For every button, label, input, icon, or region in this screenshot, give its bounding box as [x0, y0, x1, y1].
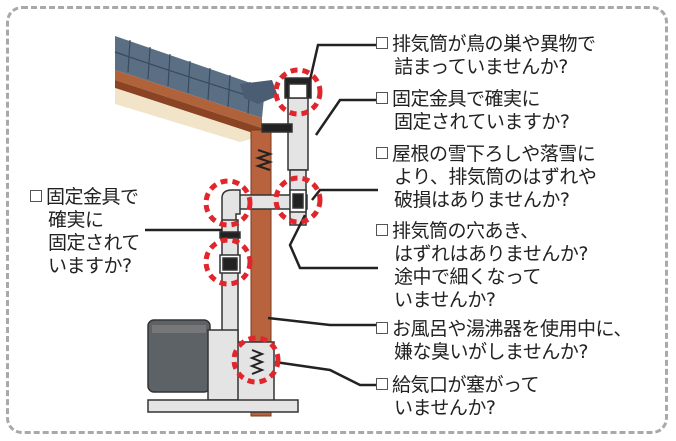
item-left-line2: 確実に — [48, 209, 104, 231]
item1-line2: 詰まっていませんか? — [394, 56, 568, 78]
item6-line2: いませんか? — [394, 397, 496, 419]
item2-line2: 固定されていますか? — [394, 111, 570, 133]
item4-line1: 排気筒の穴あき、 — [392, 220, 539, 242]
red-dashed-circle-icon — [203, 67, 323, 385]
item4-line3: 途中で細くなって — [394, 266, 542, 288]
box-icon — [376, 378, 388, 390]
leader-lines — [145, 43, 378, 387]
item-left-line3: 固定されて — [48, 232, 140, 254]
item4-line2: はずれはありませんか? — [394, 243, 589, 265]
checklist-item-smell: お風呂や湯沸器を使用中に、 嫌な臭いがしませんか? — [376, 318, 632, 364]
checklist-item-holes: 排気筒の穴あき、 はずれはありませんか? 途中で細くなって いませんか? — [376, 220, 589, 312]
item1-line1: 排気筒が鳥の巣や異物で — [392, 33, 596, 55]
box-icon — [376, 92, 388, 104]
item2-line1: 固定金具で確実に — [392, 88, 541, 110]
item6-line1: 給気口が塞がって — [392, 374, 540, 396]
item-left-line4: いますか? — [48, 255, 132, 277]
item5-line1: お風呂や湯沸器を使用中に、 — [392, 318, 632, 340]
item3-line3: 破損はありませんか? — [394, 189, 570, 211]
checklist-item-air-intake: 給気口が塞がって いませんか? — [376, 374, 540, 420]
item-left-line1: 固定金具で — [46, 186, 139, 208]
item4-line4: いませんか? — [394, 289, 496, 311]
checklist-item-bracket-top: 固定金具で確実に 固定されていますか? — [376, 88, 570, 134]
box-icon — [376, 147, 388, 159]
checklist-item-snow: 屋根の雪下ろしや落雪に より、排気筒のはずれや 破損はありませんか? — [376, 143, 597, 212]
roof-illustration — [114, 36, 278, 142]
checklist-item-bracket-left: 固定金具で 確実に 固定されて いますか? — [30, 186, 140, 278]
checklist-item-nest: 排気筒が鳥の巣や異物で 詰まっていませんか? — [376, 33, 596, 79]
item3-line2: より、排気筒のはずれや — [394, 166, 597, 188]
boiler-illustration — [147, 319, 299, 413]
item5-line2: 嫌な臭いがしませんか? — [394, 341, 589, 363]
box-icon — [376, 322, 388, 334]
box-icon — [376, 37, 388, 49]
box-icon — [30, 190, 42, 202]
box-icon — [376, 224, 388, 236]
item3-line1: 屋根の雪下ろしや落雪に — [392, 143, 596, 165]
